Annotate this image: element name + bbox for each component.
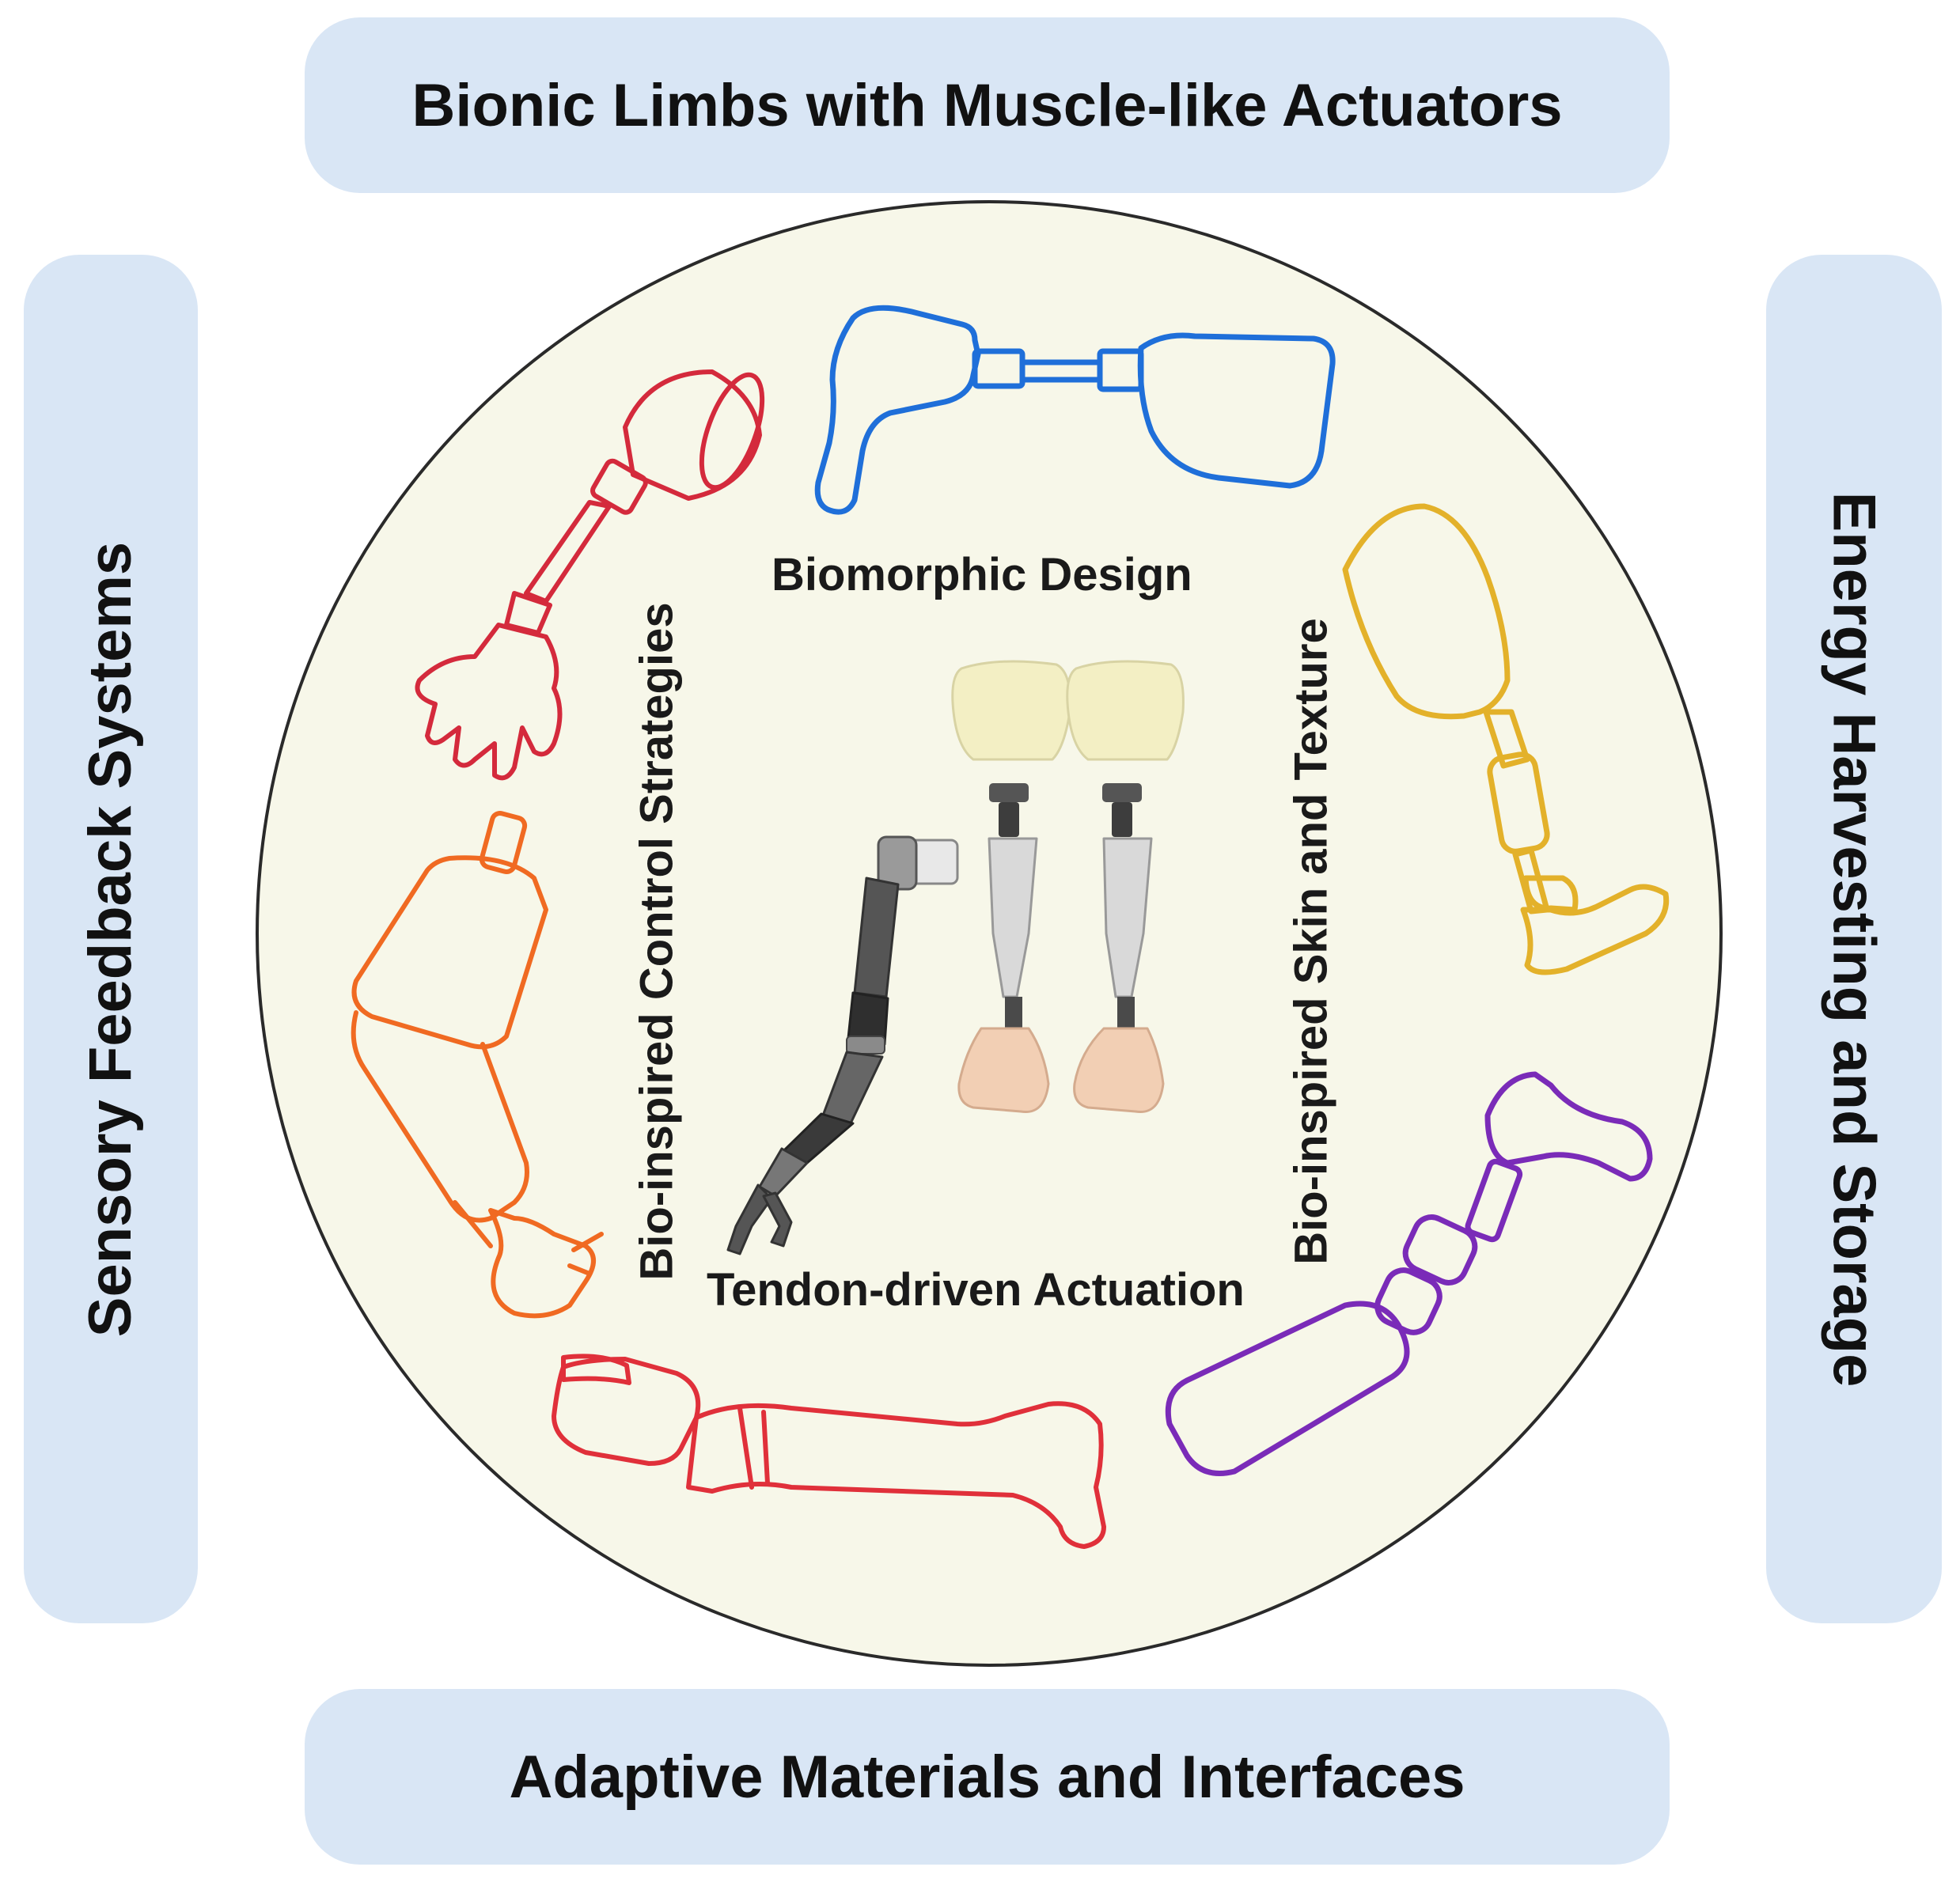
panel-right: Energy Harvesting and Storage	[1766, 255, 1942, 1623]
prosthetic-leg-red-icon	[552, 1354, 1106, 1549]
panel-top: Bionic Limbs with Muscle-like Actuators	[305, 17, 1670, 193]
label-tendon-driven-actuation: Tendon-driven Actuation	[707, 1264, 1245, 1316]
prosthetic-leg-gold-icon	[1342, 503, 1670, 975]
panel-bottom: Adaptive Materials and Interfaces	[305, 1689, 1670, 1865]
panel-left: Sensory Feedback Systems	[24, 255, 198, 1623]
robotic-arm-icon	[726, 835, 959, 1255]
panel-bottom-title: Adaptive Materials and Interfaces	[509, 1743, 1465, 1811]
central-circle	[256, 200, 1723, 1667]
prosthetic-arm-crimson-icon	[415, 369, 765, 781]
label-biomorphic-design: Biomorphic Design	[771, 549, 1192, 600]
panel-top-title: Bionic Limbs with Muscle-like Actuators	[411, 71, 1563, 139]
prosthetic-leg-blue-icon	[814, 305, 1336, 515]
label-control-strategies: Bio-inspired Control Strategies	[631, 602, 683, 1281]
prosthetic-arm-orange-icon	[351, 811, 604, 1319]
prosthetic-leg-purple-icon	[1165, 1071, 1653, 1476]
label-skin-and-texture: Bio-inspired Skin and Texture	[1285, 618, 1337, 1265]
prosthetic-legs-pair-icon	[951, 660, 1185, 1114]
